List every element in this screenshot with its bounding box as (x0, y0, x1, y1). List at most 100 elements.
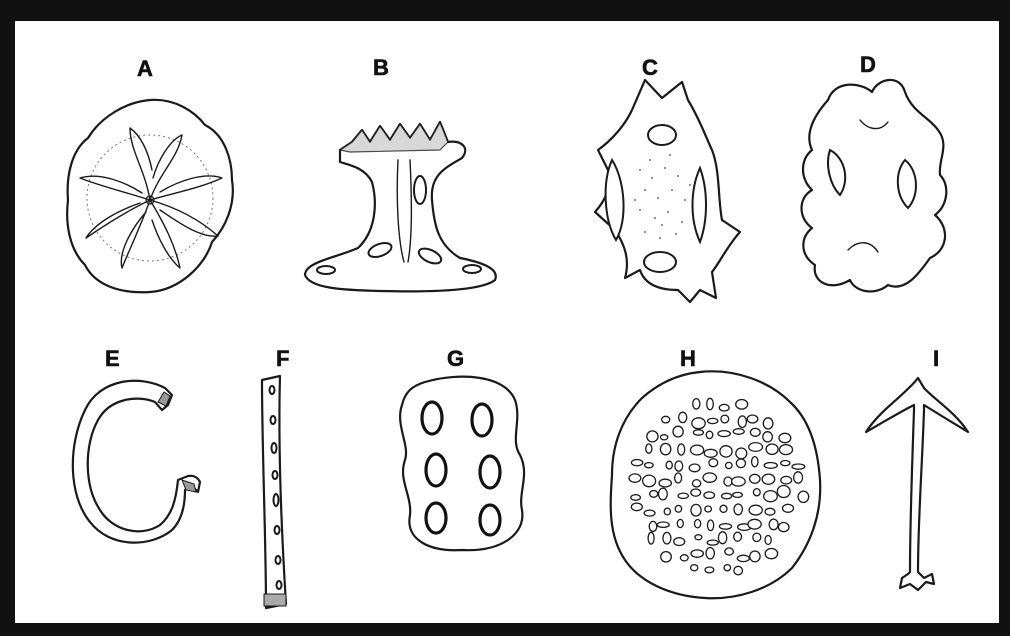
reticulum-hole (643, 475, 656, 487)
reticulum-hole (693, 480, 701, 487)
reticulum-hole (736, 459, 745, 468)
reticulum-hole (706, 431, 713, 438)
reticulum-hole (648, 532, 654, 544)
sclerite-i (866, 378, 968, 590)
sclerite-c (595, 80, 740, 302)
reticulum-hole (765, 536, 771, 545)
reticulum-hole (657, 522, 669, 527)
label-f: F (276, 346, 289, 371)
reticulum-hole (705, 567, 714, 573)
sclerite-a (67, 100, 233, 292)
reticulum-hole (660, 435, 667, 440)
sclerite-b (305, 122, 496, 291)
reticulum-hole (721, 415, 729, 423)
reticulum-hole (678, 444, 685, 455)
label-a: A (137, 56, 153, 81)
reticulum-hole (732, 477, 746, 486)
reticulum-hole (677, 519, 683, 527)
reticulum-hole (763, 432, 773, 442)
reticulum-hole (691, 550, 703, 557)
reticulum-hole (750, 551, 760, 562)
reticulum-hole (704, 449, 717, 457)
reticulum-hole (724, 477, 732, 486)
reticulum-hole (673, 426, 683, 437)
reticulum-hole (663, 532, 671, 544)
reticulum-hole (706, 548, 714, 559)
reticulum-hole (691, 445, 704, 455)
reticulum-hole (778, 523, 789, 532)
reticulum-hole (675, 473, 682, 483)
reticulum-hole (738, 416, 746, 428)
reticulum-hole (724, 565, 731, 571)
reticulum-hole (695, 520, 701, 528)
reticulum-hole (647, 431, 658, 442)
reticulum-hole (763, 418, 773, 429)
label-d: D (860, 52, 876, 77)
reticulum-hole (678, 493, 688, 498)
reticulum-hole (708, 418, 718, 423)
reticulum-hole (629, 474, 641, 482)
reticulum-hole (692, 418, 705, 429)
reticulum-hole (726, 462, 733, 468)
sclerite-f (262, 376, 286, 608)
label-c: C (642, 55, 658, 80)
reticulum-hole (734, 504, 742, 515)
reticulum-hole (659, 488, 668, 500)
reticulum-hole (725, 548, 734, 555)
reticulum-hole (680, 555, 688, 561)
reticulum-hole (666, 461, 672, 469)
reticulum-hole (750, 474, 760, 483)
reticulum-hole (780, 445, 793, 455)
reticulum-hole (766, 444, 778, 454)
reticulum-hole (747, 415, 758, 423)
label-e: E (105, 346, 120, 371)
reticulum-hole (631, 495, 641, 501)
reticulum-hole (718, 532, 726, 544)
reticulum-hole (675, 461, 683, 471)
reticulum-hole (708, 520, 714, 531)
reticulum-hole (753, 533, 761, 541)
reticulum-hole (750, 428, 760, 436)
reticulum-hole (749, 443, 763, 452)
reticulum-hole (705, 506, 712, 512)
reticulum-hole (779, 433, 791, 442)
sclerite-e (73, 381, 200, 543)
reticulum-hole (752, 457, 758, 467)
reticulum-hole (794, 472, 803, 483)
reticulum-hole (777, 486, 790, 498)
reticulum-hole (734, 566, 743, 575)
reticulum-hole (693, 430, 703, 435)
reticulum-hole (631, 503, 642, 511)
reticulum-hole (664, 508, 670, 515)
reticulum-hole (646, 444, 652, 453)
reticulum-hole (764, 491, 778, 502)
reticulum-hole (798, 491, 809, 502)
reticulum-hole (691, 565, 698, 571)
sclerite-h (611, 371, 821, 598)
reticulum-hole (679, 412, 687, 422)
reticulum-hole (764, 463, 777, 469)
sclerite-d (802, 80, 947, 291)
reticulum-hole (781, 476, 792, 484)
reticulum-hole (719, 524, 731, 530)
reticulum-hole (765, 508, 775, 515)
reticulum-hole (736, 400, 748, 410)
reticulum-hole (675, 505, 681, 512)
reticulum-hole (722, 493, 732, 499)
reticulum-hole (689, 464, 700, 472)
label-g: G (447, 346, 464, 371)
stipple-c (634, 154, 691, 239)
reticulum-hole (709, 459, 718, 467)
reticulum-hole (660, 443, 670, 454)
reticulum-hole (661, 552, 672, 562)
reticulum-hole (645, 463, 654, 468)
reticulum-hole (792, 464, 805, 469)
reticulum-hole (720, 446, 732, 457)
reticulum-hole (674, 538, 685, 546)
label-i: I (933, 346, 939, 371)
reticulum-hole (659, 479, 671, 487)
reticulum-hole (691, 504, 701, 516)
reticulum-hole (734, 532, 742, 541)
reticulum-hole (781, 461, 790, 466)
